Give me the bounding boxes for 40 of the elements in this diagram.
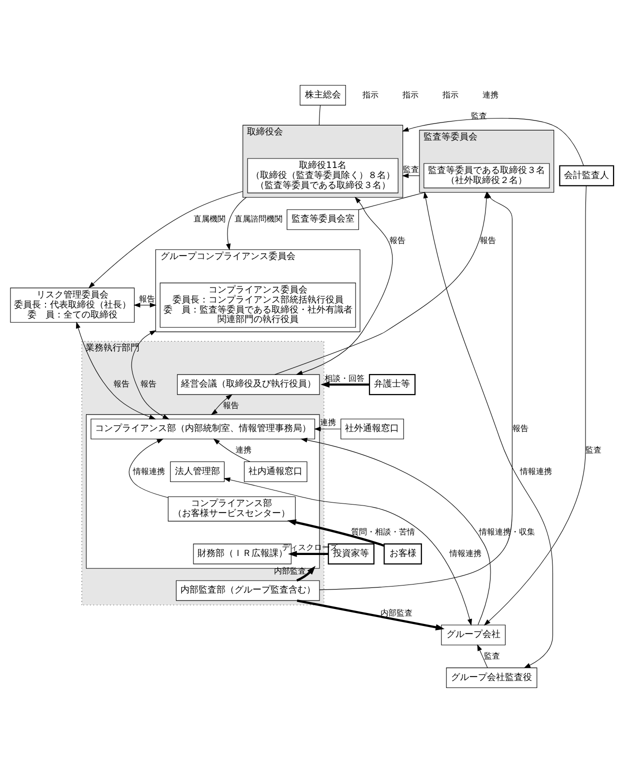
arrow [320, 380, 370, 388]
arrow [402, 172, 420, 178]
arrow [226, 196, 247, 250]
arrow [314, 426, 342, 431]
node-box: 社外通報窓口 [340, 418, 404, 439]
node-box: 会計監査人 [559, 164, 614, 186]
arrow [477, 644, 488, 668]
arrow [296, 599, 445, 630]
arrow [402, 118, 584, 166]
arrow [131, 330, 170, 419]
node-box: 経営会議（取締役及び執行役員） [177, 374, 320, 394]
arrow [210, 394, 233, 415]
arrow [213, 438, 250, 462]
arrow [134, 302, 156, 307]
node-box: 社内通報窓口 [244, 460, 308, 482]
node-box: 株主総会 [300, 84, 346, 105]
node-box: コンプライアンス部 （お客様サービスセンター） [168, 496, 296, 521]
arrow [296, 565, 316, 582]
node-box: お客様 [384, 542, 422, 564]
arrow [296, 196, 392, 374]
arrow [128, 438, 168, 498]
node-box: コンプライアンス委員会 委員長：コンプライアンス部統括執行役員 委 員：監査等委員である取締役・社外有識者 関連部門の執行役員 [160, 282, 356, 328]
node-box: グループ会社 [441, 624, 506, 645]
arrow [300, 437, 491, 625]
connector [318, 104, 321, 125]
arrow [287, 518, 384, 546]
connector [358, 192, 426, 210]
arrow [224, 476, 472, 626]
node-box: グループ会社監査役 [446, 667, 538, 688]
node-box: 法人管理部 [170, 460, 225, 482]
node-box: 弁護士等 [368, 374, 416, 395]
arrow [76, 321, 156, 419]
node-box: コンプライアンス部（内部統制室、情報管理事務局） [90, 418, 316, 439]
node-box: 内部監査部（グループ監査含む） [176, 580, 320, 600]
arrow [88, 190, 244, 288]
node-box: 監査等委員会室 [286, 208, 359, 230]
node-box: 取締役11名 （取締役（監査等委員除く）８名） （監査等委員である取締役３名） [247, 158, 398, 193]
node-box: リスク管理委員会 委員長：代表取締役（社長） 委 員：全ての取締役 [10, 287, 135, 322]
arrow [288, 550, 328, 557]
node-box: 監査等委員である取締役３名 （社外取締役２名） [424, 162, 550, 188]
